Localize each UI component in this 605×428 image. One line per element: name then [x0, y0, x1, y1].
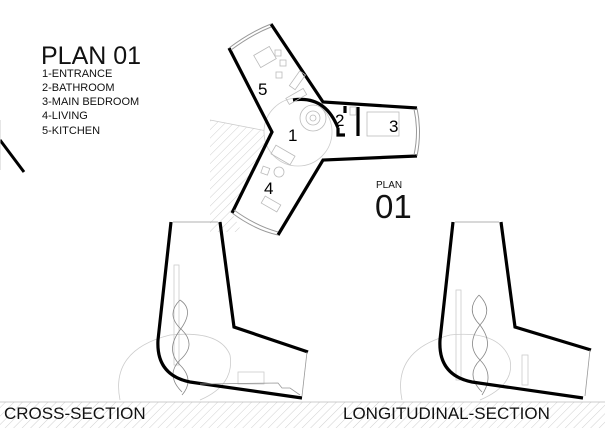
furniture: [253, 45, 400, 213]
legend-item-kitchen: 5-KITCHEN: [42, 125, 101, 137]
legend-item-bathroom: 2-BATHROOM: [42, 82, 115, 94]
legend-item-living: 4-LIVING: [42, 110, 88, 122]
plan-label-number: 01: [375, 188, 412, 225]
cross-section-drawing: [0, 221, 605, 428]
plan-label-small: PLAN: [376, 180, 403, 191]
glazing: [228, 23, 420, 236]
cross-section-label: CROSS-SECTION: [4, 404, 146, 423]
section-walls: [156, 221, 592, 400]
floor-plan: [209, 23, 420, 236]
partial-section-left: [0, 120, 26, 173]
plan-title: PLAN 01: [41, 42, 142, 70]
room-number-2: 2: [335, 111, 344, 130]
room-number-4: 4: [264, 179, 273, 198]
longitudinal-section-label: LONGITUDINAL-SECTION: [343, 404, 550, 423]
ground-hatch: [0, 402, 605, 428]
legend-item-main-bedroom: 3-MAIN BEDROOM: [42, 96, 140, 108]
room-number-5: 5: [258, 80, 267, 99]
spiral-stair: [299, 104, 327, 132]
terrain-hatch: [210, 120, 272, 232]
legend-item-entrance: 1-ENTRANCE: [42, 68, 113, 80]
room-number-1: 1: [288, 126, 297, 145]
room-number-3: 3: [389, 117, 398, 136]
